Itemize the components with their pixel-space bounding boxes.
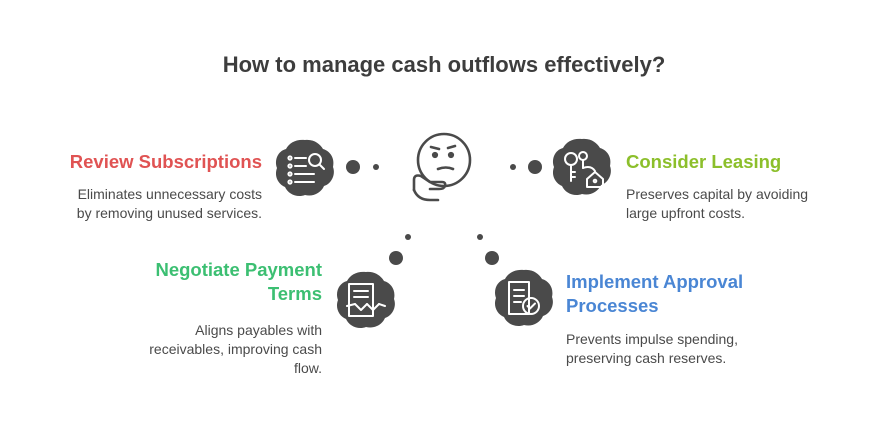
desc-line: preserving cash reserves.: [566, 350, 727, 366]
desc-review-subscriptions: Eliminates unnecessary costs by removing…: [20, 185, 262, 223]
desc-implement-approval-processes: Prevents impulse spending, preserving ca…: [566, 330, 866, 368]
page-title: How to manage cash outflows effectively?: [222, 52, 666, 77]
connector-dot: [389, 251, 403, 265]
desc-line: flow.: [293, 360, 322, 376]
thinking-face-icon: [408, 130, 478, 204]
desc-line: receivables, improving cash: [149, 341, 322, 357]
connector-dot: [373, 164, 379, 170]
connector-dot: [510, 164, 516, 170]
connector-dot: [528, 160, 542, 174]
desc-line: Preserves capital by avoiding: [626, 186, 809, 202]
desc-line: by removing unused services.: [76, 205, 262, 221]
heading-consider-leasing: Consider Leasing: [626, 151, 782, 172]
heading-line: Implement Approval: [566, 271, 744, 292]
heading-implement-approval-processes: Implement Approval Processes: [566, 270, 866, 318]
list-search-icon: [274, 138, 336, 198]
document-check-icon: [493, 268, 555, 328]
heading-line: Negotiate Payment: [155, 259, 322, 280]
contract-handshake-icon: [335, 270, 397, 330]
desc-line: Eliminates unnecessary costs: [77, 186, 262, 202]
heading-negotiate-payment-terms: Negotiate Payment Terms: [70, 258, 322, 306]
keys-house-icon: [551, 137, 613, 197]
connector-dot: [346, 160, 360, 174]
connector-dot: [405, 234, 411, 240]
heading-review-subscriptions: Review Subscriptions: [69, 151, 262, 172]
heading-line: Processes: [566, 295, 659, 316]
connector-dot: [477, 234, 483, 240]
desc-consider-leasing: Preserves capital by avoiding large upfr…: [626, 185, 876, 223]
desc-line: Aligns payables with: [195, 322, 322, 338]
desc-line: large upfront costs.: [626, 205, 746, 221]
heading-line: Terms: [267, 283, 322, 304]
connector-dot: [485, 251, 499, 265]
desc-line: Prevents impulse spending,: [566, 331, 738, 347]
desc-negotiate-payment-terms: Aligns payables with receivables, improv…: [70, 321, 322, 378]
